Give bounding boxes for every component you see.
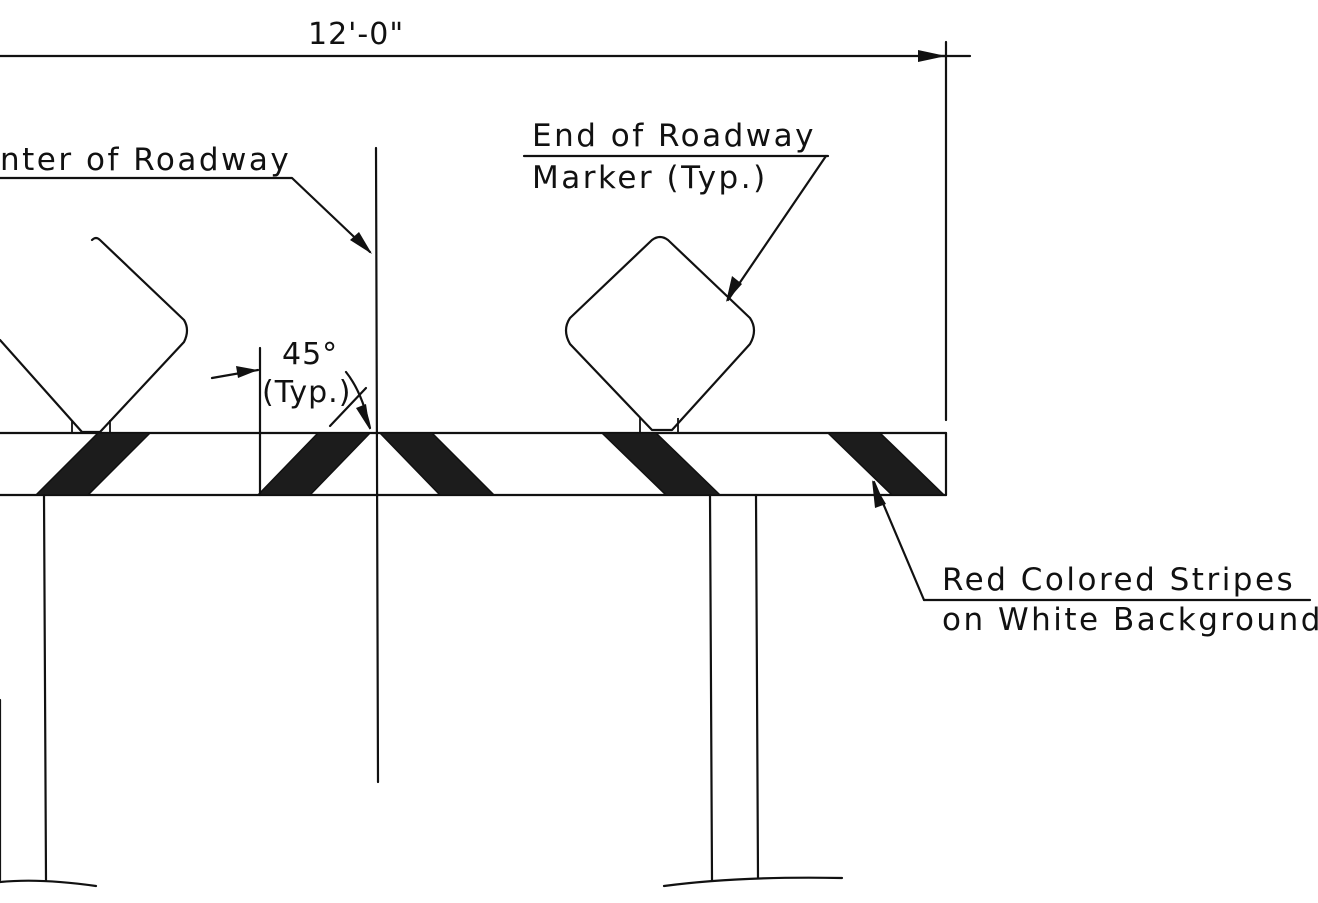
diamond-marker-left	[0, 236, 189, 434]
end-marker-callout: End of Roadway Marker (Typ.)	[522, 118, 830, 302]
center-of-roadway-label: nter of Roadway	[0, 142, 291, 178]
barricade-legs	[0, 493, 844, 888]
stripes-label-line1: Red Colored Stripes	[942, 562, 1295, 598]
angle-value: 45°	[282, 337, 338, 372]
end-marker-leader	[726, 154, 828, 302]
barricade-rail	[0, 431, 948, 497]
center-of-roadway: nter of Roadway	[0, 142, 380, 784]
center-leader-arrow-icon	[350, 232, 372, 254]
leg-right-a	[708, 493, 714, 882]
stripe	[600, 432, 722, 496]
end-marker-arrow-icon	[726, 276, 742, 302]
dimension-text: 12'-0"	[308, 17, 404, 52]
end-marker-label-line2: Marker (Typ.)	[532, 160, 768, 196]
center-of-roadway-leader	[0, 176, 372, 254]
stripe	[34, 432, 152, 496]
stripe	[378, 432, 496, 496]
marker-left	[0, 236, 189, 434]
centerline	[374, 146, 380, 784]
end-marker-label-line1: End of Roadway	[532, 118, 816, 154]
leg-right-foot	[662, 876, 844, 888]
angle-arc-arrow-icon	[356, 404, 370, 430]
leg-right-b	[754, 493, 760, 880]
diamond-marker-right	[564, 235, 756, 432]
overall-dimension: 12'-0"	[0, 17, 972, 422]
angle-annotation: 45° (Typ.)	[210, 337, 372, 497]
stripes-arrow-icon	[872, 480, 886, 508]
stripe	[256, 432, 372, 496]
leg-left-foot	[0, 879, 98, 888]
stripe	[826, 432, 946, 496]
leg-left-inner	[42, 493, 48, 882]
angle-arrow-icon	[236, 366, 258, 378]
stripes-label-line2: on White Background	[942, 602, 1318, 638]
stripes-callout: Red Colored Stripes on White Background	[872, 480, 1318, 638]
marker-right	[564, 235, 756, 432]
angle-typ: (Typ.)	[262, 375, 351, 410]
